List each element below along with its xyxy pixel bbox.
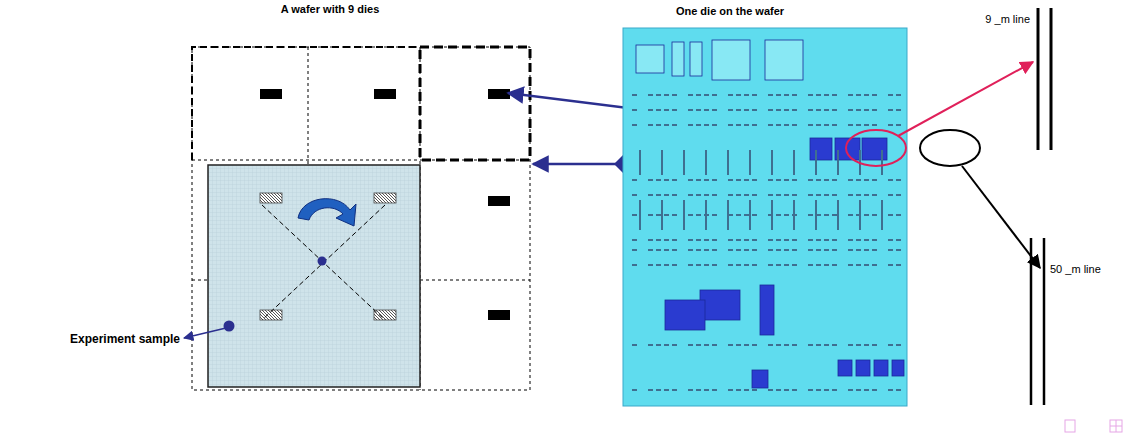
sample-label: Experiment sample: [70, 333, 180, 347]
selected-die: [420, 47, 530, 160]
die-marks: [260, 89, 510, 320]
experiment-sample: [208, 165, 420, 387]
zoom-circle: [846, 130, 906, 166]
die-layout: [632, 40, 904, 390]
die-grid: [192, 47, 530, 390]
rotation-arrow: [298, 199, 356, 226]
die-image: [623, 28, 907, 406]
line-label: 9 _m line: [985, 13, 1030, 26]
figure-title: A wafer with 9 dies: [281, 3, 380, 16]
sample-marks: [260, 193, 396, 320]
line-pair: [1031, 238, 1044, 405]
zoom-circle: [920, 130, 980, 166]
center-dot: [318, 257, 327, 266]
line-label: 50 _m line: [1050, 263, 1101, 276]
pointer-arrow: [533, 163, 624, 166]
diagonals: [262, 205, 385, 320]
zoom-arrow: [962, 166, 1040, 268]
figure-title: One die on the wafer: [676, 5, 784, 18]
corner-icons: [1065, 420, 1122, 432]
zoom-arrow: [898, 62, 1033, 136]
leader-dot: [224, 321, 235, 332]
leader-line: [184, 328, 226, 338]
line-pair: [1038, 8, 1051, 150]
